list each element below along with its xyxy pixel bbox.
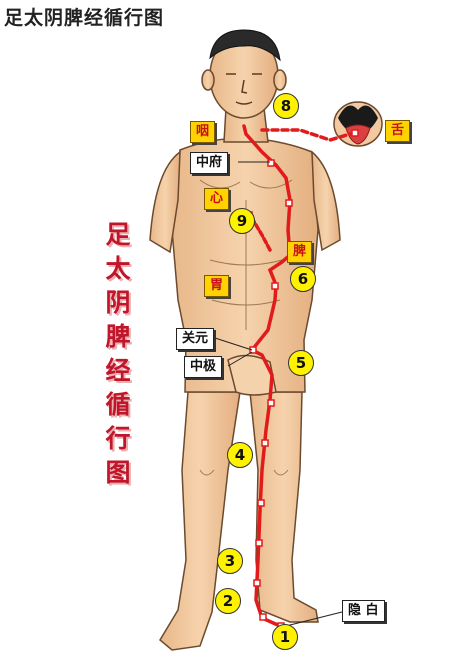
ear-left xyxy=(201,69,215,91)
acupoint xyxy=(255,539,263,547)
label-she: 舌 xyxy=(385,120,411,142)
acupoint xyxy=(257,499,265,507)
acupoint xyxy=(259,613,267,621)
acupoint xyxy=(271,282,279,290)
route-number-4: 4 xyxy=(227,442,253,468)
meridian-tongue xyxy=(260,128,352,142)
vertical-title-char: 太 xyxy=(105,254,131,283)
label-zhongji: 中极 xyxy=(184,356,223,378)
label-zhongfu: 中府 xyxy=(190,152,229,174)
meridian-leg xyxy=(250,348,282,628)
route-number-3: 3 xyxy=(217,548,243,574)
vertical-title-char: 行 xyxy=(105,424,131,453)
acupoint xyxy=(267,399,275,407)
leader-lines xyxy=(214,161,343,627)
ear-right xyxy=(273,69,287,91)
vertical-title-char: 图 xyxy=(105,458,131,487)
route-number-5: 5 xyxy=(288,350,314,376)
vertical-title-char: 脾 xyxy=(105,322,131,351)
route-number-6: 6 xyxy=(290,266,316,292)
acupoint xyxy=(261,439,269,447)
face xyxy=(226,73,262,105)
vertical-title: 足 太 阴 脾 经 循 行 图 xyxy=(103,218,133,490)
route-number-8: 8 xyxy=(273,93,299,119)
acupoint xyxy=(267,159,275,167)
vertical-title-char: 足 xyxy=(105,220,131,249)
mouth-inset xyxy=(333,101,383,147)
acupoint xyxy=(249,346,257,354)
left-arm xyxy=(149,150,181,254)
route-number-1: 1 xyxy=(272,624,298,650)
label-yinbai: 隐 白 xyxy=(342,600,385,622)
acupoint xyxy=(351,129,359,137)
vertical-title-char: 经 xyxy=(105,356,131,385)
briefs xyxy=(227,354,277,396)
acupoint xyxy=(285,199,293,207)
acupoint xyxy=(253,579,261,587)
vertical-title-char: 阴 xyxy=(105,288,131,317)
route-number-2: 2 xyxy=(215,588,241,614)
route-number-9: 9 xyxy=(229,208,255,234)
label-wei: 胃 xyxy=(204,275,230,297)
vertical-title-char: 循 xyxy=(105,390,131,419)
label-xin: 心 xyxy=(204,188,230,210)
label-yan: 咽 xyxy=(190,121,216,143)
page-title: 足太阴脾经循行图 xyxy=(4,7,165,29)
label-pi: 脾 xyxy=(287,241,313,263)
label-guanyuan: 关元 xyxy=(176,328,215,350)
right-arm xyxy=(311,150,341,252)
hair xyxy=(209,29,281,62)
